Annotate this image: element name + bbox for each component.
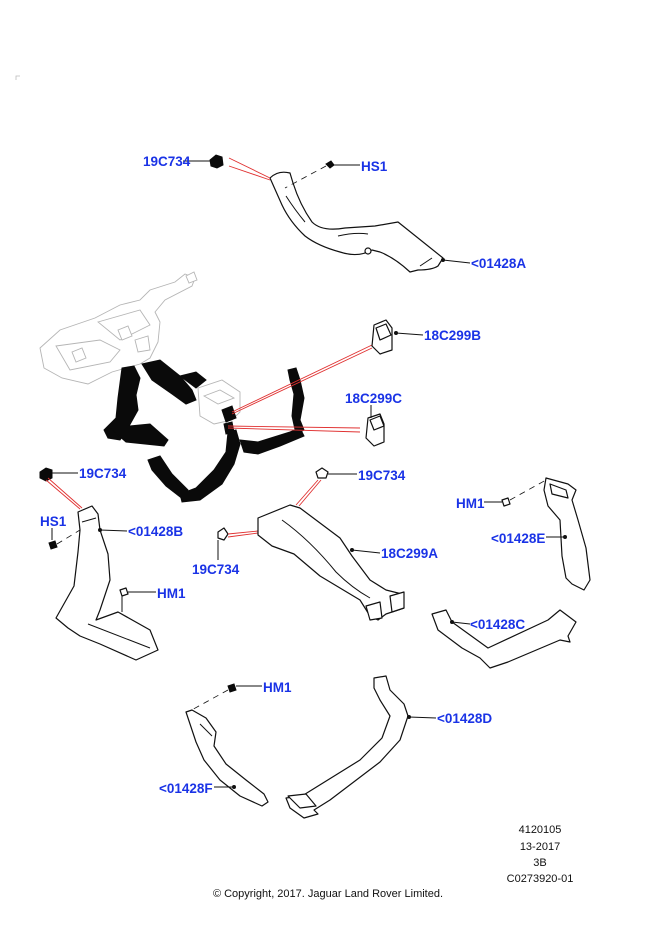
leader-line <box>408 716 437 719</box>
leader-line <box>395 332 424 336</box>
corner-mark <box>15 75 20 80</box>
label-19c734-left[interactable]: 19C734 <box>79 466 127 481</box>
image-code: C0273920-01 <box>506 873 574 885</box>
label-01428c[interactable]: <01428C <box>470 617 525 632</box>
ref-number: 4120105 <box>518 824 562 836</box>
label-01428f[interactable]: <01428F <box>159 781 213 796</box>
screw-hs1-left[interactable] <box>48 540 58 550</box>
label-01428a[interactable]: <01428A <box>471 256 526 271</box>
date-code: 13-2017 <box>519 841 561 853</box>
vent-18c299b[interactable] <box>371 319 393 355</box>
connector-line <box>231 344 373 413</box>
label-01428e[interactable]: <01428E <box>491 531 545 546</box>
label-18c299b[interactable]: 18C299B <box>424 328 481 343</box>
screw-hs1-top[interactable] <box>325 160 335 169</box>
leader-line <box>442 259 471 264</box>
label-19c734-mid-top[interactable]: 19C734 <box>358 468 406 483</box>
clip-19c734-mid-left[interactable] <box>217 527 229 541</box>
connector-line <box>47 477 83 509</box>
connector-line <box>298 479 322 507</box>
connector-line <box>227 427 361 433</box>
duct-01428f[interactable] <box>185 709 269 807</box>
leader-line <box>99 529 128 532</box>
screw-axis <box>56 529 81 545</box>
label-01428b[interactable]: <01428B <box>128 524 183 539</box>
duct-18c299a[interactable] <box>257 504 405 621</box>
label-18c299a[interactable]: 18C299A <box>381 546 438 561</box>
connector-line <box>45 479 81 510</box>
connector-line <box>227 425 361 429</box>
vent-18c299c[interactable] <box>365 413 385 447</box>
copyright: © Copyright, 2017. Jaguar Land Rover Lim… <box>212 888 444 900</box>
screw-hm1-left[interactable] <box>119 587 129 597</box>
clip-19c734-top[interactable] <box>209 154 224 169</box>
screw-hm1-right[interactable] <box>501 497 511 507</box>
duct-01428d[interactable] <box>285 675 409 819</box>
label-19c734-mid-left[interactable]: 19C734 <box>192 562 240 577</box>
hvac-assembly <box>39 271 198 385</box>
screw-axis <box>509 479 547 501</box>
duct-01428b[interactable] <box>55 505 159 661</box>
screw-axis <box>284 165 327 189</box>
connector-line <box>295 479 319 506</box>
clip-19c734-mid-top[interactable] <box>315 467 329 479</box>
screw-hm1-bottom[interactable] <box>227 683 237 693</box>
label-18c299c[interactable]: 18C299C <box>345 391 402 406</box>
label-hs1-top[interactable]: HS1 <box>361 159 388 174</box>
clip-19c734-left[interactable] <box>39 467 53 482</box>
section-code: 3B <box>533 857 547 869</box>
label-hm1-right[interactable]: HM1 <box>456 496 485 511</box>
screw-axis <box>187 689 229 713</box>
connector-line <box>228 157 271 179</box>
label-19c734-top[interactable]: 19C734 <box>143 154 191 169</box>
leader-line <box>451 621 471 625</box>
duct-assembly-black <box>103 359 305 503</box>
connector-line <box>228 165 271 181</box>
label-hs1-left[interactable]: HS1 <box>40 514 67 529</box>
leader-line <box>351 549 381 554</box>
label-hm1-left[interactable]: HM1 <box>157 586 186 601</box>
label-hm1-bottom[interactable]: HM1 <box>263 680 292 695</box>
label-01428d[interactable]: <01428D <box>437 711 492 726</box>
duct-01428e[interactable] <box>543 477 591 591</box>
connector-line <box>227 530 259 535</box>
connector-line <box>231 347 373 415</box>
connector-line <box>227 532 259 538</box>
duct-01428a[interactable] <box>269 171 444 273</box>
duct-01428c[interactable] <box>431 609 577 669</box>
